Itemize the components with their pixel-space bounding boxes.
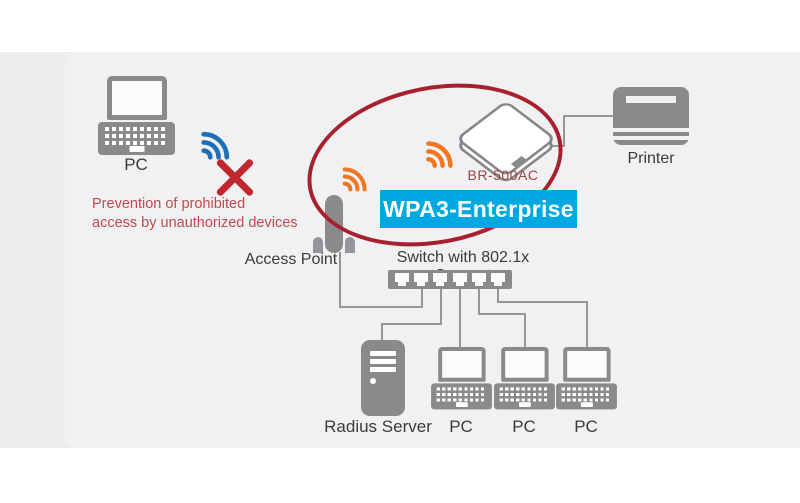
connector-line bbox=[421, 288, 423, 308]
access-point-label: Access Point bbox=[244, 251, 338, 268]
connector-line bbox=[339, 306, 423, 308]
ethernet-port-icon bbox=[414, 273, 429, 286]
ethernet-port-icon bbox=[395, 273, 409, 286]
connector-line bbox=[478, 288, 480, 315]
connector-line bbox=[381, 323, 442, 325]
printer-label: Printer bbox=[627, 150, 675, 167]
laptop-icon bbox=[431, 347, 492, 410]
prevention-caption-line1: Prevention of prohibited bbox=[92, 196, 246, 212]
ethernet-port-icon bbox=[433, 273, 448, 286]
ethernet-port-icon bbox=[471, 273, 486, 286]
connector-line bbox=[563, 115, 614, 117]
connector-line bbox=[524, 313, 526, 348]
radius-server-label: Radius Server bbox=[324, 417, 432, 436]
wifi-signal-icon bbox=[201, 131, 230, 160]
ethernet-port-icon bbox=[452, 273, 467, 286]
connector-line bbox=[497, 301, 588, 303]
radius-server-icon bbox=[361, 340, 405, 416]
connector-line bbox=[586, 301, 588, 348]
access-point-icon bbox=[313, 195, 355, 253]
blocked-x-icon bbox=[211, 153, 259, 201]
connector-line bbox=[459, 288, 461, 348]
connector-line bbox=[440, 288, 442, 325]
connector-line bbox=[551, 145, 564, 147]
connector-line bbox=[339, 252, 341, 308]
laptop-icon bbox=[556, 347, 617, 410]
laptop-icon bbox=[98, 76, 175, 155]
prevention-caption-line2: access by unauthorized devices bbox=[92, 215, 298, 231]
laptop-icon bbox=[494, 347, 555, 410]
wifi-signal-icon bbox=[426, 141, 453, 168]
client-pc-1-label: PC bbox=[449, 417, 473, 436]
security-badge: WPA3-Enterprise bbox=[380, 190, 577, 228]
wifi-signal-icon bbox=[342, 167, 367, 192]
bridge-model-label: BR-500AC bbox=[467, 167, 539, 183]
client-pc-3-label: PC bbox=[574, 417, 598, 436]
connector-line bbox=[478, 313, 526, 315]
connector-line bbox=[381, 323, 383, 342]
prevention-caption: Prevention of prohibited access by unaut… bbox=[92, 195, 298, 233]
connector-line bbox=[563, 115, 565, 147]
client-pc-2-label: PC bbox=[512, 417, 536, 436]
ethernet-port-icon bbox=[490, 273, 505, 286]
switch-icon bbox=[388, 270, 512, 289]
connector-line bbox=[497, 288, 499, 303]
laptop-screen bbox=[106, 76, 167, 120]
printer-icon bbox=[613, 87, 689, 145]
laptop-keyboard bbox=[98, 122, 175, 155]
wireless-bridge-icon bbox=[455, 100, 557, 185]
unauthorized-pc-label: PC bbox=[124, 155, 148, 174]
